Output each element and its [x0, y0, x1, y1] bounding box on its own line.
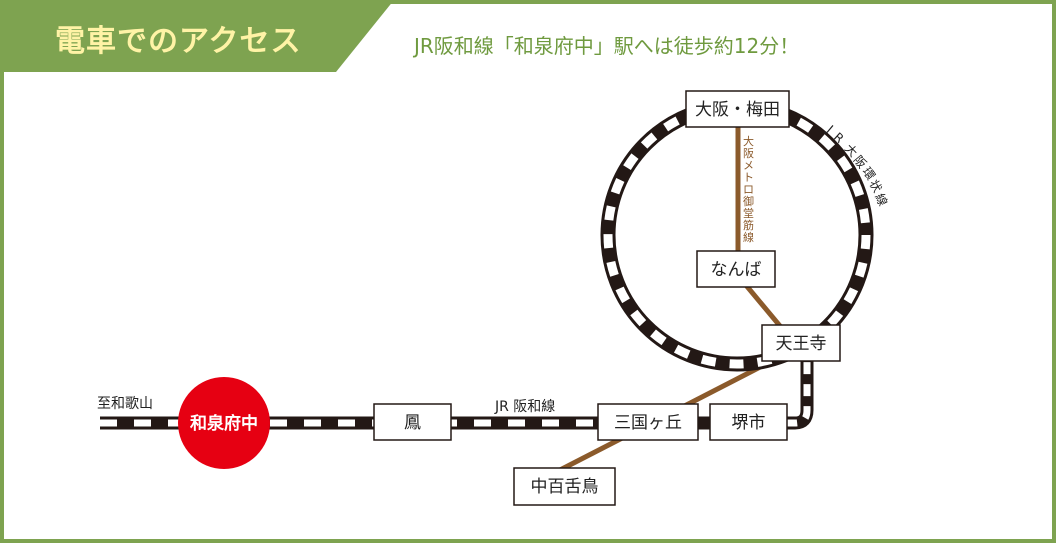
svg-text:大阪・梅田: 大阪・梅田 [695, 100, 780, 120]
svg-text:ト: ト [743, 171, 754, 184]
svg-text:線: 線 [743, 230, 754, 244]
access-summary: JR阪和線「和泉府中」駅へは徒歩約12分！ [414, 34, 800, 58]
midosuji-line [735, 122, 787, 334]
svg-text:大: 大 [743, 134, 754, 148]
svg-text:中百舌鳥: 中百舌鳥 [531, 477, 599, 497]
station-mikunigaoka: 三国ヶ丘 [597, 403, 699, 441]
svg-text:御: 御 [743, 194, 754, 208]
midosuji-line-label: 大 阪 メ ト ロ 御 堂 筋 線 [743, 134, 754, 244]
svg-text:ロ: ロ [743, 183, 754, 196]
svg-text:堂: 堂 [743, 207, 754, 220]
svg-text:和泉府中: 和泉府中 [190, 413, 258, 434]
hanwa-line-label: JR 阪和線 [494, 399, 555, 415]
svg-text:なんば: なんば [711, 260, 762, 280]
svg-text:三国ヶ丘: 三国ヶ丘 [614, 413, 682, 433]
svg-text:J: J [823, 122, 835, 136]
svg-text:天王寺: 天王寺 [776, 334, 827, 354]
station-osaka-umeda: 大阪・梅田 [685, 90, 790, 128]
station-namba: なんば [696, 250, 776, 288]
header-tab [0, 0, 394, 72]
svg-text:筋: 筋 [743, 218, 754, 232]
svg-text:鳳: 鳳 [404, 413, 421, 433]
station-tennoji: 天王寺 [761, 324, 841, 362]
destination-label: 至和歌山 [97, 396, 153, 412]
station-izumifuchu: 和泉府中 [178, 377, 270, 469]
svg-text:メ: メ [743, 159, 754, 172]
svg-text:堺市: 堺市 [732, 413, 766, 433]
svg-text:阪: 阪 [743, 146, 754, 160]
svg-text:線: 線 [872, 191, 891, 208]
station-nakamozu: 中百舌鳥 [513, 467, 616, 506]
station-sakaishi: 堺市 [709, 403, 788, 441]
page-title: 電車でのアクセス [55, 24, 302, 59]
station-otori: 鳳 [373, 403, 452, 441]
